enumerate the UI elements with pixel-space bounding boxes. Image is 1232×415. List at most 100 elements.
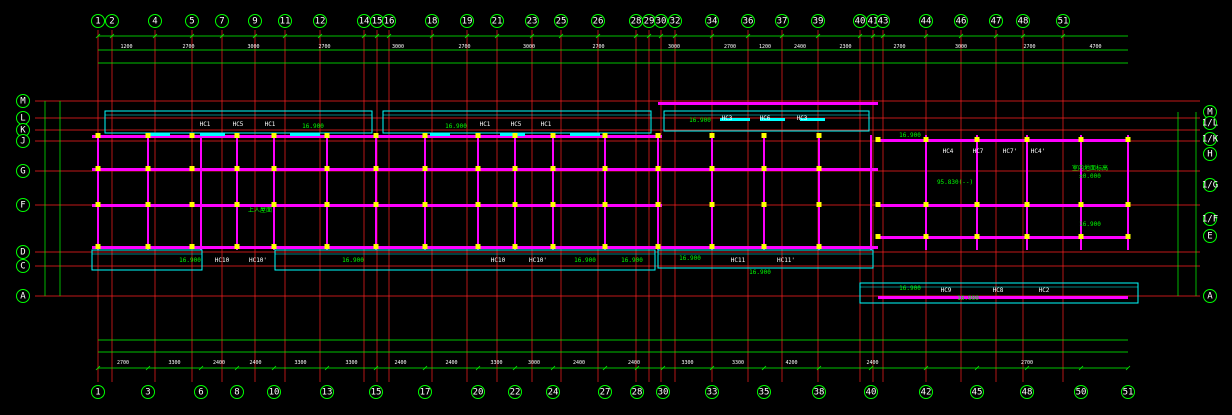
axis-bubble: 40 bbox=[864, 385, 878, 399]
axis-number: 18 bbox=[427, 17, 438, 27]
axis-bubble-circle bbox=[278, 14, 292, 28]
column bbox=[271, 244, 277, 249]
axis-bubble-circle bbox=[1203, 132, 1217, 146]
column bbox=[373, 244, 379, 249]
dimension-tick bbox=[464, 33, 470, 39]
axis-bubble: 30 bbox=[656, 385, 670, 399]
axis-number: 21 bbox=[492, 17, 503, 27]
axis-bubble-circle bbox=[1016, 14, 1030, 28]
window bbox=[760, 118, 785, 121]
column bbox=[1078, 202, 1084, 207]
axis-number: 7 bbox=[219, 17, 224, 27]
axis-bubble: 27 bbox=[598, 385, 612, 399]
axis-bubble-circle bbox=[598, 385, 612, 399]
dimension-value: 2700 bbox=[724, 44, 736, 50]
window bbox=[800, 118, 825, 121]
axis-number: 39 bbox=[813, 17, 824, 27]
axis-bubble: 14 bbox=[357, 14, 371, 28]
elevation-label: 16.900 bbox=[749, 269, 771, 276]
axis-bubble: L bbox=[16, 111, 30, 125]
axis-bubble-circle bbox=[989, 14, 1003, 28]
hc-label: HC3 bbox=[797, 115, 808, 122]
dimension-value: 3000 bbox=[523, 44, 535, 50]
wall bbox=[97, 135, 99, 250]
axis-number: 35 bbox=[759, 388, 770, 398]
dimension-tick bbox=[475, 365, 481, 371]
wall bbox=[200, 135, 202, 250]
column bbox=[1125, 202, 1131, 207]
axis-number: 24 bbox=[548, 388, 559, 398]
axis-bubble: 48 bbox=[1020, 385, 1034, 399]
axis-bubble: 50 bbox=[1074, 385, 1088, 399]
dimension-tick bbox=[1078, 365, 1084, 371]
axis-bubble: M bbox=[16, 94, 30, 108]
axis-number: 42 bbox=[921, 388, 932, 398]
axis-bubble-circle bbox=[105, 14, 119, 28]
column bbox=[709, 244, 715, 249]
axis-bubble: 3 bbox=[141, 385, 155, 399]
dimension-tick bbox=[550, 365, 556, 371]
elevation-label: 16.900 bbox=[179, 257, 201, 264]
axis-bubble-circle bbox=[864, 385, 878, 399]
column bbox=[761, 133, 767, 138]
dimension-value: 3300 bbox=[345, 360, 357, 366]
axis-bubble-circle bbox=[630, 385, 644, 399]
axis-number: 40 bbox=[855, 17, 866, 27]
column bbox=[422, 202, 428, 207]
wall bbox=[870, 135, 872, 250]
axis-number: 29 bbox=[644, 17, 655, 27]
axis-bubble: 1/F bbox=[1202, 212, 1218, 226]
dimension-tick bbox=[252, 33, 258, 39]
axis-bubble: 20 bbox=[471, 385, 485, 399]
elevation-label: 16.900 bbox=[621, 257, 643, 264]
axis-number: 16 bbox=[384, 17, 395, 27]
axis-bubble-circle bbox=[148, 14, 162, 28]
axis-bubble: 1/L bbox=[1202, 116, 1218, 130]
axis-bubble-circle bbox=[185, 14, 199, 28]
axis-bubble: 10 bbox=[267, 385, 281, 399]
hc-label: HC4' bbox=[1031, 148, 1045, 155]
dimension-tick bbox=[361, 33, 367, 39]
note-label: 上人屋面 bbox=[248, 206, 272, 214]
hc-label: HC8 bbox=[993, 287, 1004, 294]
dimension-tick bbox=[109, 33, 115, 39]
axis-bubble-circle bbox=[320, 385, 334, 399]
axis-number: 17 bbox=[420, 388, 431, 398]
axis-bubble-circle bbox=[267, 385, 281, 399]
dimension-tick bbox=[595, 33, 601, 39]
dimension-value: 2700 bbox=[182, 44, 194, 50]
axis-bubble-circle bbox=[91, 14, 105, 28]
elevation-label: 16.900 bbox=[445, 123, 467, 130]
axis-bubble: 7 bbox=[215, 14, 229, 28]
dimension-tick bbox=[602, 365, 608, 371]
axis-bubble: J bbox=[16, 134, 30, 148]
axis-bubble-circle bbox=[248, 14, 262, 28]
dimension-tick bbox=[282, 33, 288, 39]
axis-bubble-circle bbox=[16, 134, 30, 148]
wall bbox=[552, 135, 554, 250]
axis-bubble: 40 bbox=[853, 14, 867, 28]
axis-number: 12 bbox=[315, 17, 326, 27]
axis-number: 6 bbox=[198, 388, 203, 398]
axis-bubble: 37 bbox=[775, 14, 789, 28]
axis-number: 40 bbox=[866, 388, 877, 398]
hc-label: HC11' bbox=[777, 257, 795, 264]
column bbox=[145, 244, 151, 249]
axis-number: C bbox=[20, 262, 25, 272]
dimension-lines bbox=[44, 33, 1197, 371]
dimension-value: 2400 bbox=[249, 360, 261, 366]
axis-bubble: A bbox=[16, 289, 30, 303]
window bbox=[570, 133, 600, 136]
column bbox=[923, 234, 929, 239]
axis-bubble-circle bbox=[16, 94, 30, 108]
axis-number: M bbox=[20, 97, 26, 107]
wall bbox=[658, 246, 878, 249]
axis-bubble-circle bbox=[1203, 116, 1217, 130]
dimension-value: 2700 bbox=[592, 44, 604, 50]
axis-number: F bbox=[20, 201, 25, 211]
hc-label: HC1 bbox=[541, 121, 552, 128]
dimension-value: 1200 bbox=[759, 44, 771, 50]
column bbox=[422, 244, 428, 249]
axis-bubble-circle bbox=[741, 14, 755, 28]
